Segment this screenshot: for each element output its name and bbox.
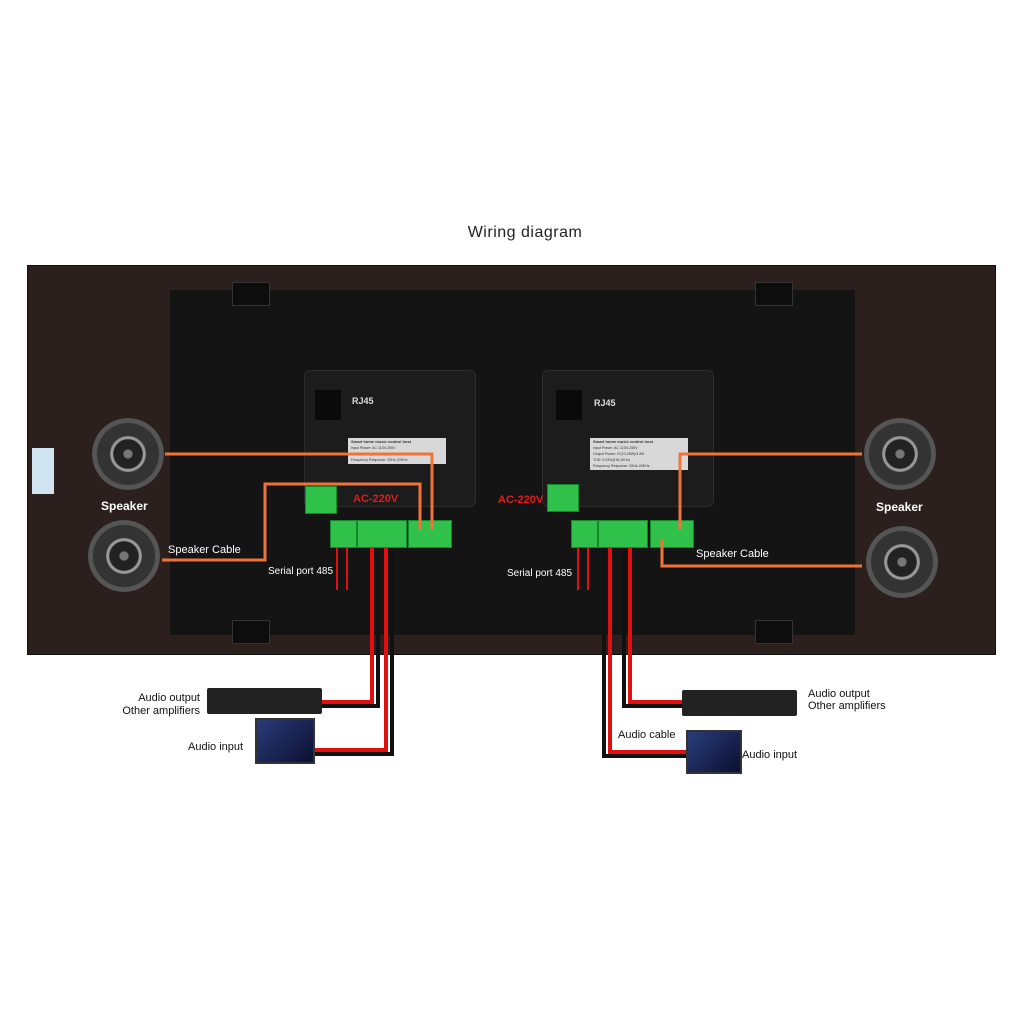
other-amplifiers-label: Other amplifiers — [808, 700, 886, 712]
speaker-cable — [165, 452, 434, 530]
rj45-port — [315, 390, 341, 420]
spec-line: Input Power: AC 110V-250V — [351, 446, 396, 450]
audio-output-label: Audio output — [808, 688, 870, 700]
speaker-cable — [162, 482, 422, 562]
speaker-terminal — [650, 520, 694, 548]
speaker-cable-label: Speaker Cable — [696, 548, 769, 560]
rj45-port — [556, 390, 582, 420]
speaker-cable — [660, 540, 862, 568]
audio-cable-label: Audio cable — [618, 729, 676, 741]
serial-terminal — [330, 520, 357, 548]
serial-terminal — [571, 520, 598, 548]
ac-terminal — [547, 484, 579, 512]
spec-line: Frequency Response: 20Hz-20KHz — [351, 458, 408, 462]
audio-terminal — [357, 520, 407, 548]
serial-port-label: Serial port 485 — [507, 568, 573, 579]
hinge — [755, 620, 793, 644]
ac-terminal — [305, 486, 337, 514]
speaker-bottom-right — [866, 526, 938, 598]
audio-input-label: Audio input — [188, 741, 244, 753]
diagram-title: Wiring diagram — [467, 224, 583, 241]
hinge — [232, 282, 270, 306]
hinge — [755, 282, 793, 306]
spec-line: Smart home music control host — [351, 439, 412, 444]
speaker-bottom-left — [88, 520, 160, 592]
speaker-label: Speaker — [101, 499, 148, 513]
speaker-cable-label: Speaker Cable — [168, 544, 241, 556]
speaker-label: Speaker — [876, 500, 923, 514]
audio-output-label: Audio output — [138, 692, 200, 704]
tv-left — [255, 718, 315, 764]
audio-terminal — [598, 520, 648, 548]
speaker-terminal — [408, 520, 452, 548]
spec-line: Frequency Response: 20Hz-20KHz — [593, 464, 650, 468]
speaker-cable — [678, 452, 862, 530]
mounting-plate — [170, 290, 855, 635]
ac-label: AC-220V — [353, 493, 399, 505]
spec-line: Input Power: AC 110V-250V — [593, 446, 638, 450]
other-amplifiers-label: Other amplifiers — [122, 705, 200, 717]
spec-line: Smart home music control host — [593, 439, 654, 444]
audio-input-label: Audio input — [742, 749, 798, 761]
serial-port-label: Serial port 485 — [268, 566, 334, 577]
hinge — [232, 620, 270, 644]
tv-right — [686, 730, 742, 774]
speaker-top-right — [864, 418, 936, 490]
speaker-top-left — [92, 418, 164, 490]
rj45-label: RJ45 — [352, 396, 374, 406]
amplifier-left — [207, 688, 322, 714]
rj45-label: RJ45 — [594, 398, 616, 408]
spec-line: Output Power: 2*(10-25W)/4-8Ω — [593, 452, 645, 456]
amplifier-right — [682, 690, 797, 716]
sticker — [32, 448, 54, 494]
spec-line: THD: 0.03%(1W,1KHz) — [593, 458, 630, 462]
ac-label: AC-220V — [498, 494, 544, 506]
